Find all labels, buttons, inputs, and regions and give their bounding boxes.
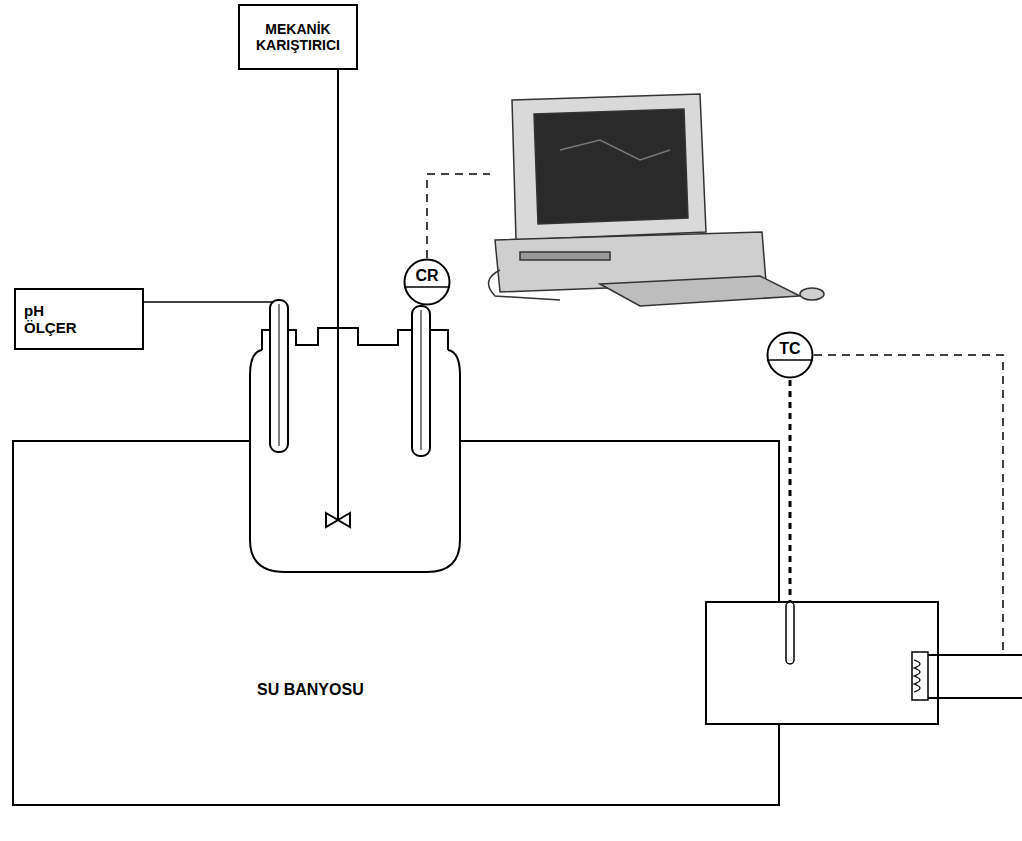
- circle-outline: [768, 333, 813, 378]
- water-bath: SU BANYOSU: [12, 440, 780, 806]
- controller-circle: TC: [766, 331, 814, 379]
- impeller: [326, 513, 350, 527]
- cable: [489, 270, 560, 300]
- signal-line: [789, 380, 792, 602]
- coil-winding: [914, 660, 920, 692]
- signal-line: [427, 174, 490, 258]
- monitor-screen: [534, 109, 688, 224]
- meter-box: pH ÖLÇER: [14, 288, 144, 350]
- probe-inner: [279, 304, 280, 446]
- mouse: [800, 288, 824, 300]
- bath-outline: [12, 440, 780, 806]
- stirrer-box: MEKANİK KARIŞTIRICI: [238, 4, 358, 70]
- power-wire: [928, 655, 1022, 698]
- node-label: MEKANİK KARIŞTIRICI: [248, 21, 348, 53]
- instrument-divider: [767, 359, 813, 361]
- computer-illustration: [489, 94, 824, 306]
- temperature-sensor: [786, 602, 794, 664]
- heater-coil: [912, 652, 928, 700]
- stirrer-shaft: [337, 70, 339, 520]
- screen-image: [560, 140, 670, 160]
- instrument-divider: [404, 286, 450, 288]
- node-label: CR: [415, 267, 438, 285]
- circle-outline: [405, 260, 450, 305]
- node-label: TC: [779, 340, 800, 358]
- control-line: [814, 355, 1003, 655]
- bath-outline: [13, 441, 779, 805]
- heater-unit: [706, 602, 938, 724]
- node-label: SU BANYOSU: [257, 681, 364, 699]
- keyboard: [600, 276, 800, 306]
- cr-probe: [412, 306, 430, 456]
- node-label: pH ÖLÇER: [24, 302, 86, 337]
- disk-slot: [520, 252, 610, 260]
- monitor: [512, 94, 706, 240]
- instrument-circle: CR: [403, 258, 451, 306]
- ph-probe: [270, 300, 288, 452]
- ph-wire: [144, 301, 274, 303]
- probe-inner: [421, 310, 422, 450]
